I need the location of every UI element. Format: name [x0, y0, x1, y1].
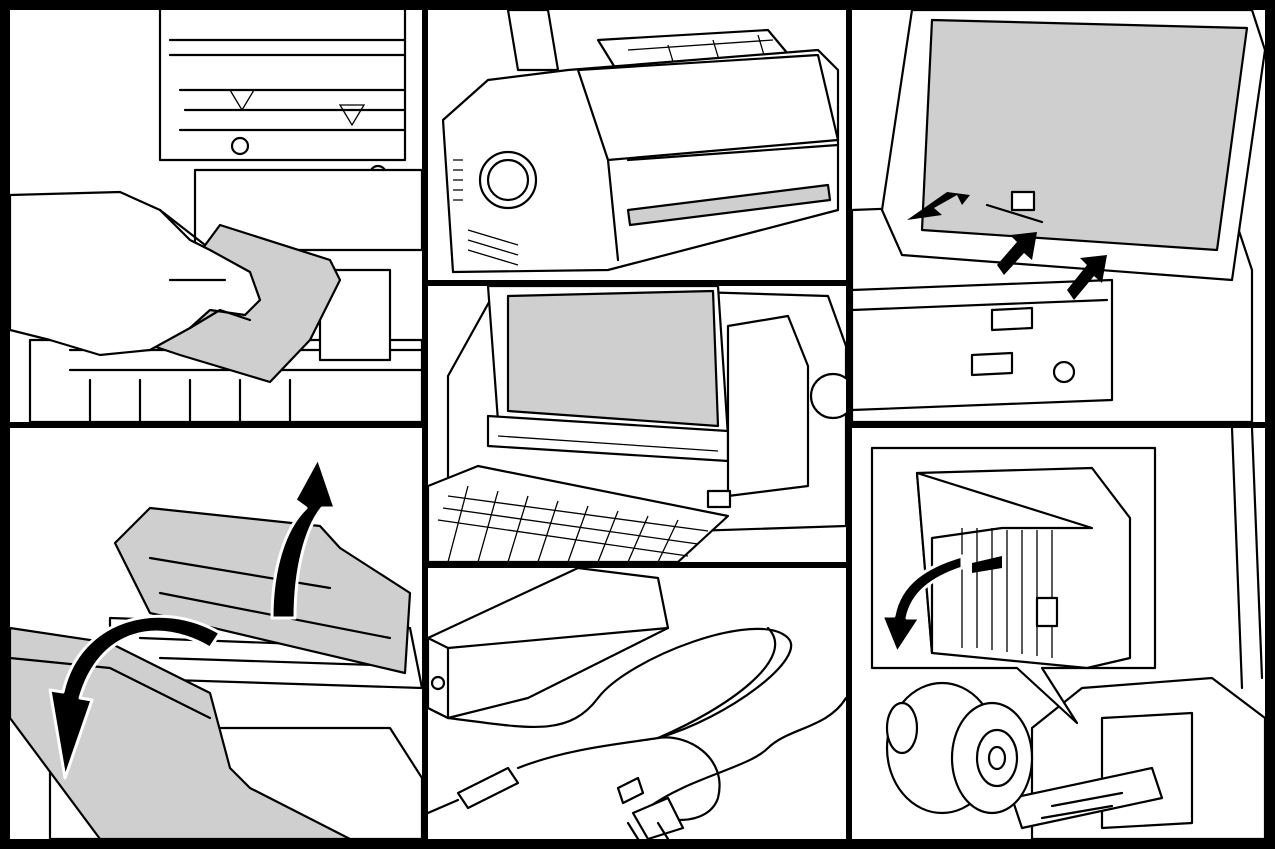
- paper-roll-icon: [870, 428, 1265, 839]
- panel-pos-terminal-keyboard: [428, 286, 846, 562]
- tablet-icon: [852, 10, 1265, 422]
- panel-tablet-mount: [852, 10, 1265, 422]
- cover-open-icon: [10, 456, 422, 839]
- panel-open-cover: [10, 428, 422, 839]
- panel-clean-print-head: [10, 10, 422, 422]
- hand-wiping-cloth-icon: [10, 10, 422, 422]
- panel-printer-front-knob: [428, 10, 846, 280]
- panel-ac-adapter-cables: [428, 568, 846, 839]
- pos-terminal-icon: [428, 286, 846, 562]
- power-adapter-icon: [428, 568, 846, 839]
- panel-paper-roll-loading: [852, 428, 1265, 839]
- printer-icon: [441, 10, 840, 274]
